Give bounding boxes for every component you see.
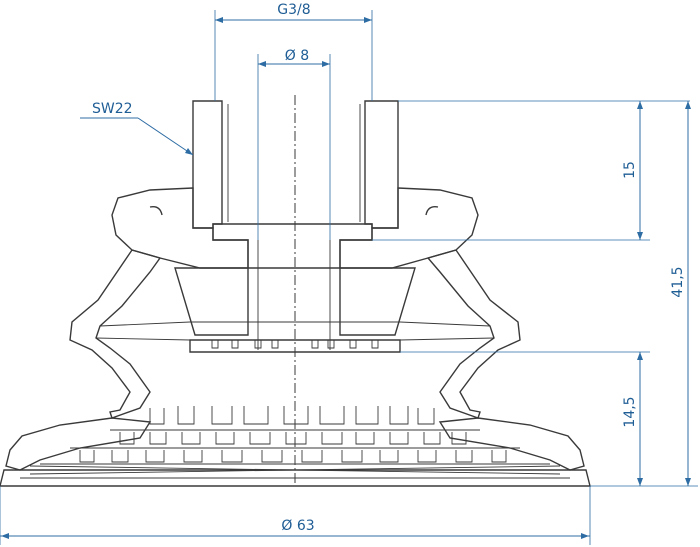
rubber-collar-left bbox=[111, 187, 249, 269]
bellows-wall-left bbox=[69, 249, 162, 419]
insert-right bbox=[339, 267, 416, 336]
bellows-wall-right bbox=[426, 249, 521, 419]
part-section bbox=[0, 95, 591, 487]
bore-diameter-label: Ø 8 bbox=[285, 48, 309, 64]
total-height-label: 41,5 bbox=[670, 266, 686, 297]
thread-size-label: G3/8 bbox=[277, 2, 310, 18]
thread-depth-label: 15 bbox=[622, 161, 638, 179]
bellows-height-label: 14,5 bbox=[622, 396, 638, 427]
inner-teeth bbox=[211, 340, 379, 349]
fitting-wall-right bbox=[364, 100, 399, 229]
insert-left bbox=[174, 267, 249, 336]
wrench-size-label: SW22 bbox=[92, 101, 133, 117]
fitting-shoulder bbox=[212, 223, 373, 269]
fitting-wall-left bbox=[192, 100, 223, 229]
rubber-collar-right bbox=[339, 187, 479, 269]
outer-diameter-label: Ø 63 bbox=[281, 518, 314, 534]
